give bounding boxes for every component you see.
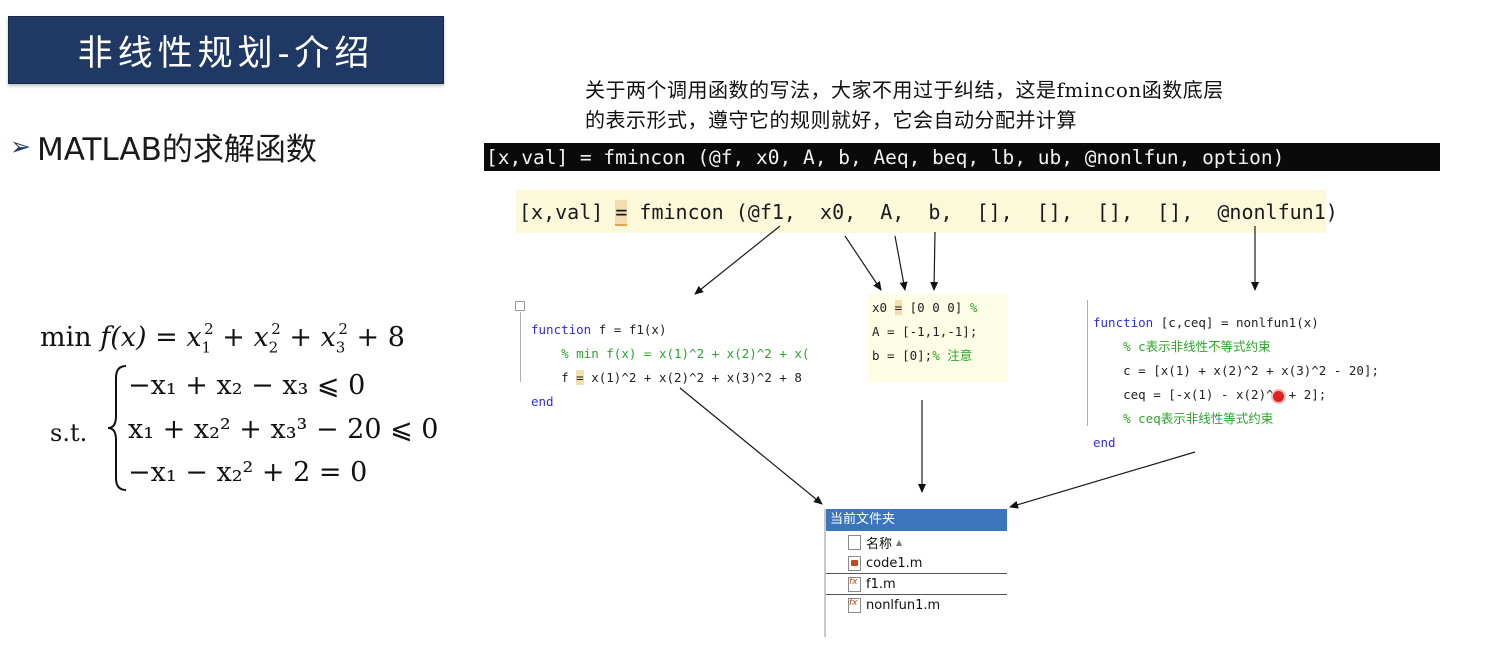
file-row[interactable]: nonlfun1.m — [826, 595, 1007, 615]
subject-to-label: s.t. — [50, 419, 88, 447]
title-banner: 非线性规划-介绍 — [8, 16, 444, 84]
constraint-3: −x₁ − x₂² + 2 = 0 — [128, 457, 368, 488]
f1-code: function f = f1(x) % min f(x) = x(1)^2 +… — [531, 322, 810, 409]
note-line-2: 的表示形式，遵守它的规则就好，它会自动分配并计算 — [585, 108, 1077, 132]
bullet-arrow-icon: ➢ — [10, 131, 31, 161]
m-function-icon — [848, 597, 861, 613]
sort-ascending-icon: ▲ — [896, 537, 903, 547]
current-folder-header: 当前文件夹 — [826, 509, 1007, 531]
fmincon-call: [x,val] = fmincon (@f1, x0, A, b, [], []… — [516, 190, 1338, 233]
file-row[interactable]: code1.m — [826, 553, 1007, 573]
note-line-1: 关于两个调用函数的写法，大家不用过于纠结，这是fmincon函数底层 — [585, 78, 1224, 102]
file-row[interactable]: f1.m — [826, 573, 1007, 595]
fold-guide — [520, 312, 521, 382]
fmincon-signature: [x,val] = fmincon (@f, x0, A, b, Aeq, be… — [484, 143, 1440, 171]
section-heading: ➢ MATLAB的求解函数 — [10, 124, 317, 168]
constraint-1: −x₁ + x₂ − x₃ ⩽ 0 — [128, 370, 366, 401]
fold-guide-2 — [1087, 300, 1088, 426]
current-folder-panel: 当前文件夹 名称 ▲ code1.m f1.m nonlfun1.m — [824, 509, 1007, 637]
fold-toggle-icon[interactable] — [515, 301, 525, 311]
nonlfun1-code: function [c,ceq] = nonlfun1(x) % c表示非线性不… — [1093, 315, 1379, 450]
section-heading-text: MATLAB的求解函数 — [36, 131, 317, 168]
m-script-icon — [848, 555, 861, 571]
slide-title: 非线性规划-介绍 — [77, 33, 375, 74]
constraint-brace — [107, 365, 127, 491]
m-function-icon — [848, 576, 861, 592]
constraint-2: x₁ + x₂² + x₃³ − 20 ⩽ 0 — [128, 414, 439, 445]
cursor-indicator — [1273, 391, 1284, 402]
name-column-header[interactable]: 名称 ▲ — [826, 531, 1007, 553]
objective-function: min f(x) = x12 + x22 + x32 + 8 — [40, 320, 405, 357]
call-code: [x,val] = fmincon (@f1, x0, A, b, [], []… — [519, 199, 1338, 226]
signature-code: [x,val] = fmincon (@f, x0, A, b, Aeq, be… — [486, 145, 1285, 169]
params-code-panel: x0 = [0 0 0] % A = [-1,1,-1]; b = [0];% … — [868, 294, 1008, 382]
params-code: x0 = [0 0 0] % A = [-1,1,-1]; b = [0];% … — [872, 300, 978, 363]
file-column-icon — [848, 534, 861, 550]
